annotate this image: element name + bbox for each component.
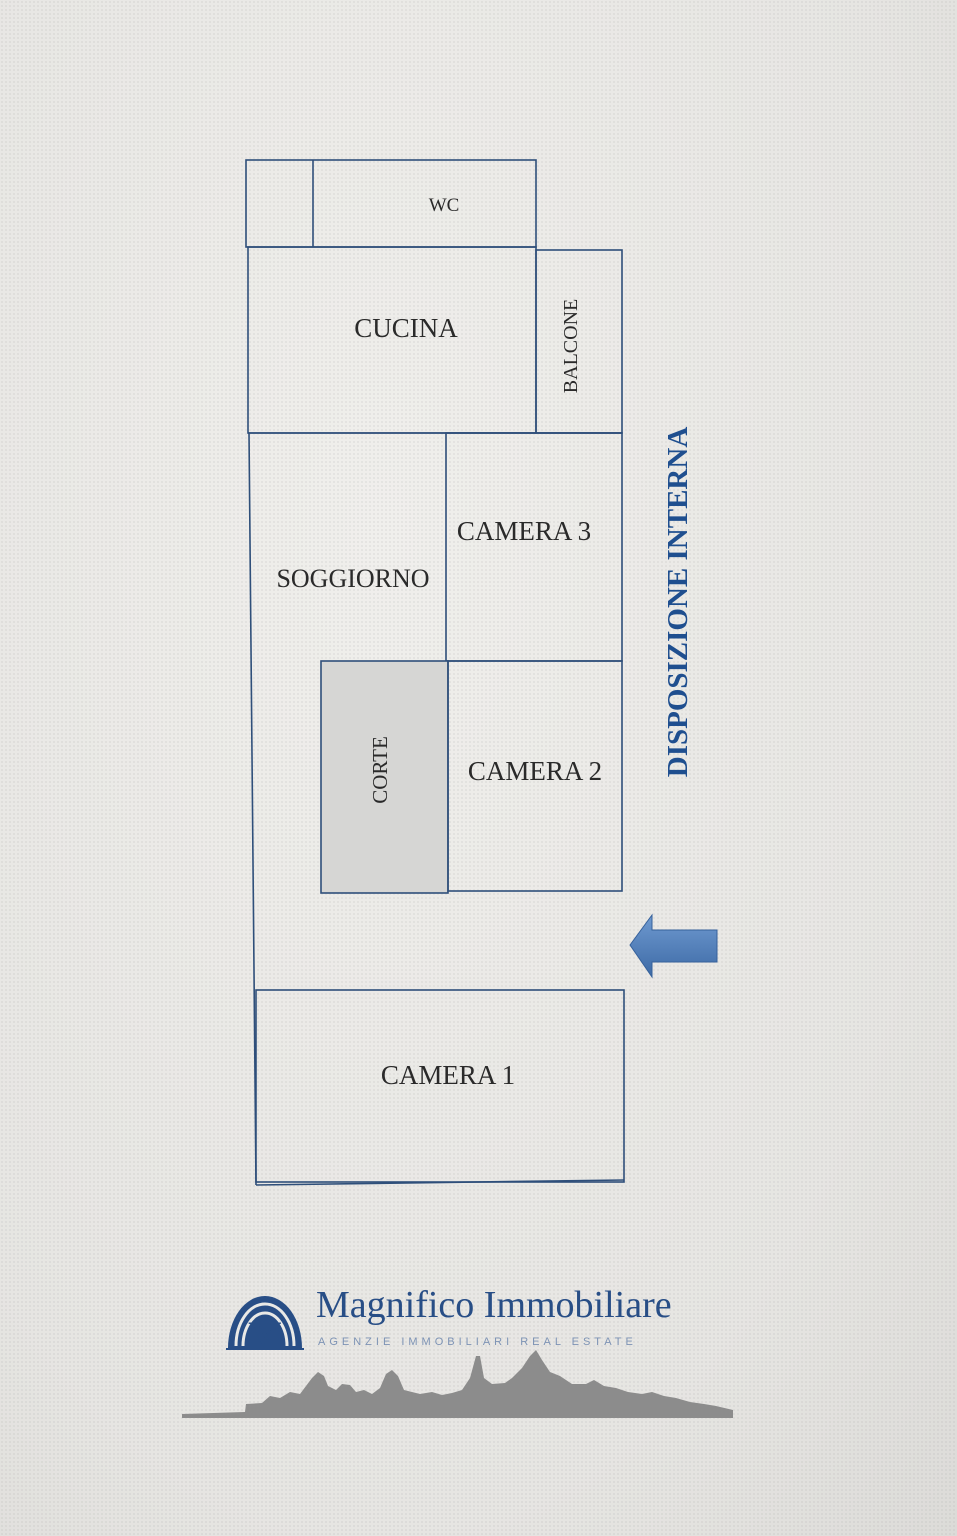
room-camera-1: CAMERA 1 xyxy=(255,989,625,1183)
city-skyline-icon xyxy=(182,1350,733,1418)
room-balcone-label: BALCONE xyxy=(560,299,582,393)
logo-name: Magnifico Immobiliare xyxy=(316,1284,672,1326)
room-corte-label: CORTE xyxy=(368,736,392,804)
room-camera-2: CAMERA 2 xyxy=(447,660,623,892)
room-balcone: BALCONE xyxy=(535,249,623,434)
room-corte: CORTE xyxy=(320,660,449,894)
company-logo: M Magnifico Immobiliare AGENZIE IMMOBILI… xyxy=(226,1284,672,1354)
room-cucina: CUCINA xyxy=(247,246,537,434)
side-title: DISPOSIZIONE INTERNA xyxy=(662,427,694,778)
logo-monogram: M xyxy=(248,1314,282,1354)
room-wc: WC xyxy=(245,159,537,248)
room-wc-label: WC xyxy=(429,195,460,216)
room-camera-1-label: CAMERA 1 xyxy=(381,1060,515,1090)
arch-monogram-logo: M xyxy=(226,1296,304,1354)
room-cucina-label: CUCINA xyxy=(354,313,458,343)
room-soggiorno-label: SOGGIORNO xyxy=(276,564,429,593)
room-camera-3-label: CAMERA 3 xyxy=(457,516,591,546)
logo-subtitle: AGENZIE IMMOBILIARI REAL ESTATE xyxy=(318,1336,637,1348)
left-arrow-icon xyxy=(629,913,718,979)
room-camera-2-label: CAMERA 2 xyxy=(468,756,602,786)
room-camera-3: CAMERA 3 xyxy=(445,432,623,662)
